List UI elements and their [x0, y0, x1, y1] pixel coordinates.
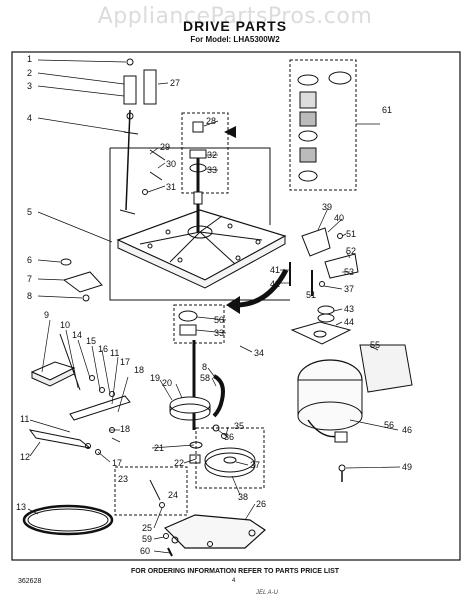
- mounting-plate-outline: [109, 148, 290, 301]
- pulley-group-box: [195, 427, 265, 489]
- callout-27: 27: [170, 78, 180, 88]
- callout-42: 42: [270, 279, 280, 289]
- callout-50: 50: [214, 315, 224, 325]
- callout-9: 9: [44, 310, 49, 320]
- hardware-group-box: [181, 112, 229, 194]
- callout-14: 14: [72, 330, 82, 340]
- callout-7: 7: [27, 274, 32, 284]
- callout-41: 41: [270, 265, 280, 275]
- callout-35: 35: [234, 421, 244, 431]
- callout-53: 53: [344, 267, 354, 277]
- callout-43: 43: [344, 304, 354, 314]
- base-plate-hub: [187, 225, 213, 239]
- mounting-plate-top: [110, 147, 271, 225]
- callout-60: 60: [140, 546, 150, 556]
- callout-18-lower: 18: [120, 424, 130, 434]
- callout-23: 23: [118, 474, 128, 484]
- motor-mount-bracket: [301, 227, 331, 257]
- callout-49: 49: [402, 462, 412, 472]
- callout-61: 61: [382, 105, 392, 115]
- callout-4: 4: [27, 113, 32, 123]
- ordering-note: FOR ORDERING INFORMATION REFER TO PARTS …: [130, 568, 340, 575]
- callout-58: 58: [200, 373, 210, 383]
- bearing-group-box: [173, 304, 225, 344]
- callout-34: 34: [254, 348, 264, 358]
- callout-5: 5: [27, 207, 32, 217]
- callout-39: 39: [322, 202, 332, 212]
- callout-33-upper: 33: [207, 165, 217, 175]
- watermark-text: AppliancePartsPros.com: [97, 4, 373, 29]
- catalog-number: 362628: [18, 578, 42, 585]
- motor-cover: [359, 344, 413, 393]
- direction-arrow: [235, 268, 289, 308]
- callout-17-upper: 17: [120, 357, 130, 367]
- callout-55: 55: [370, 340, 380, 350]
- callout-36: 36: [224, 432, 234, 442]
- clutch-assembly: [169, 396, 211, 414]
- callout-28: 28: [206, 116, 216, 126]
- callout-51-upper: 51: [346, 229, 356, 239]
- callout-1: 1: [27, 54, 32, 64]
- callout-26: 26: [256, 499, 266, 509]
- callout-37-lower: 37: [250, 460, 260, 470]
- callout-44: 44: [344, 317, 354, 327]
- callout-38: 38: [238, 492, 248, 502]
- lower-lever: [28, 429, 91, 449]
- brake-lever: [69, 395, 131, 421]
- callout-8-lower: 8: [202, 362, 207, 372]
- callout-20: 20: [162, 378, 172, 388]
- callout-22: 22: [174, 458, 184, 468]
- seal-ring: [328, 71, 352, 85]
- callout-33-lower: 33: [214, 328, 224, 338]
- callout-29: 29: [160, 142, 170, 152]
- callout-6: 6: [27, 255, 32, 265]
- model-subtitle: For Model: LHA5300W2: [190, 35, 280, 44]
- callout-24: 24: [168, 490, 178, 500]
- callout-16: 16: [98, 344, 108, 354]
- hose: [212, 374, 225, 418]
- base-plate: [116, 209, 287, 281]
- callout-17-lower: 17: [112, 458, 122, 468]
- callout-15: 15: [86, 336, 96, 346]
- callout-32: 32: [207, 150, 217, 160]
- callout-10: 10: [60, 320, 70, 330]
- callout-30: 30: [166, 159, 176, 169]
- callout-56: 56: [384, 420, 394, 430]
- callout-37-upper: 37: [344, 284, 354, 294]
- callout-21: 21: [154, 443, 164, 453]
- callout-12: 12: [20, 452, 30, 462]
- callout-46: 46: [402, 425, 412, 435]
- callout-13: 13: [16, 502, 26, 512]
- callout-52: 52: [346, 246, 356, 256]
- callout-51-lower: 51: [306, 290, 316, 300]
- drive-belt: [22, 504, 114, 536]
- transmission-case: [163, 514, 266, 549]
- callout-59: 59: [142, 534, 152, 544]
- seal-kit-box: [289, 59, 357, 191]
- callout-25: 25: [142, 523, 152, 533]
- callout-40: 40: [334, 213, 344, 223]
- callout-11-upper: 11: [110, 348, 119, 358]
- callout-2: 2: [27, 68, 32, 78]
- base-plate-rim: [117, 235, 286, 289]
- diagram-frame: [11, 51, 461, 561]
- callout-3: 3: [27, 81, 32, 91]
- drive-pulley: [204, 447, 256, 473]
- callout-19: 19: [150, 373, 160, 383]
- page-number: 4: [232, 578, 236, 584]
- brake-group-box: [114, 466, 188, 516]
- callout-8: 8: [27, 291, 32, 301]
- handwritten-signature: JEL A-U: [256, 590, 279, 596]
- callout-11-lower: 11: [20, 414, 29, 424]
- linkage-rod: [125, 109, 131, 211]
- lever-bracket: [123, 75, 137, 105]
- diagram-title: DRIVE PARTS: [182, 18, 288, 34]
- callout-18-upper: 18: [134, 365, 144, 375]
- callout-31: 31: [166, 182, 176, 192]
